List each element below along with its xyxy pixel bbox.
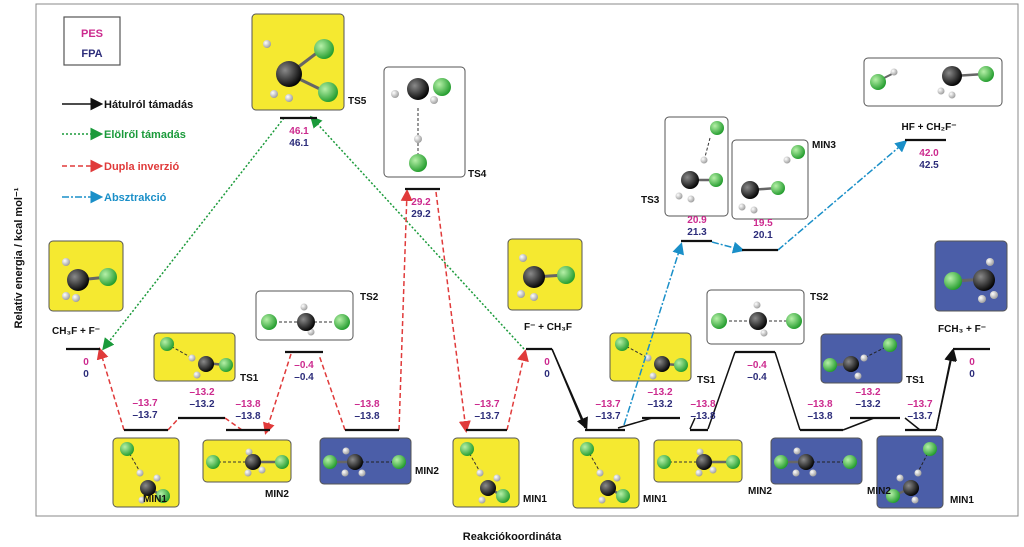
pes-value-min2-a: –13.8	[235, 399, 260, 410]
fpa-value-min3: 20.1	[753, 230, 773, 241]
state-label-reac-right: F⁻ + CH₃F	[524, 322, 572, 333]
pes-value-min1-a: –13.7	[132, 398, 157, 409]
fpa-value-ts2-a: –0.4	[294, 372, 314, 383]
state-label-min1-b: MIN1	[523, 494, 547, 505]
fpa-value-reac-left: 0	[83, 369, 89, 380]
state-label-prod-right: FCH₃ + F⁻	[938, 324, 986, 335]
pes-value-ts2-a: –0.4	[294, 360, 314, 371]
fpa-value-min1-b: –13.7	[474, 411, 499, 422]
legend-double-inversion: Dupla inverzió	[104, 161, 179, 173]
fpa-value-ts1-b: –13.2	[647, 399, 672, 410]
fpa-value-ts4: 29.2	[411, 209, 431, 220]
state-label-min3: MIN3	[812, 140, 836, 151]
fpa-value-prod-abs: 42.5	[919, 160, 939, 171]
pes-value-ts1-a: –13.2	[189, 387, 214, 398]
state-label-ts5: TS5	[348, 96, 367, 107]
pes-value-min2-d: –13.8	[807, 399, 832, 410]
double-inversion-path	[96, 347, 125, 431]
fpa-value-min1-c: –13.7	[595, 411, 620, 422]
pes-value-ts3: 20.9	[687, 215, 707, 226]
state-label-min2-c: MIN2	[748, 486, 772, 497]
fpa-value-ts1-c: –13.2	[855, 399, 880, 410]
fpa-value-prod-right: 0	[969, 369, 975, 380]
state-label-ts2-a: TS2	[360, 292, 379, 303]
legend-abstraction: Absztrakció	[104, 192, 167, 204]
state-label-ts1-a: TS1	[240, 373, 259, 384]
fpa-value-min1-d: –13.7	[907, 411, 932, 422]
pes-value-min1-b: –13.7	[474, 399, 499, 410]
x-axis-label: Reakciókoordináta	[463, 531, 562, 543]
state-label-ts1-b: TS1	[697, 375, 716, 386]
pes-legend-label: PES	[81, 28, 103, 40]
y-axis-label: Relatív energia / kcal mol⁻¹	[13, 187, 25, 328]
fpa-value-ts3: 21.3	[687, 227, 707, 238]
state-label-reac-left: CH₃F + F⁻	[52, 326, 100, 337]
state-label-min2-d: MIN2	[867, 486, 891, 497]
state-label-prod-abs: HF + CH₂F⁻	[902, 122, 957, 133]
state-label-min2-a: MIN2	[265, 489, 289, 500]
fpa-value-ts1-a: –13.2	[189, 399, 214, 410]
pes-value-reac-left: 0	[83, 357, 89, 368]
frontside-path	[102, 117, 285, 351]
pes-value-ts1-c: –13.2	[855, 387, 880, 398]
abstraction-path	[623, 242, 685, 426]
legend-backside: Hátulról támadás	[104, 99, 193, 111]
pes-value-min1-d: –13.7	[907, 399, 932, 410]
state-label-ts4: TS4	[468, 169, 487, 180]
pathway-legend: Hátulról támadás Elölről támadás Dupla i…	[62, 97, 193, 204]
fpa-value-min2-d: –13.8	[807, 411, 832, 422]
fpa-value-ts5: 46.1	[289, 138, 309, 149]
fpa-value-ts2-b: –0.4	[747, 372, 767, 383]
state-label-ts2-b: TS2	[810, 292, 829, 303]
pathways	[96, 115, 953, 435]
pes-value-ts2-b: –0.4	[747, 360, 767, 371]
pes-value-ts1-b: –13.2	[647, 387, 672, 398]
pes-value-prod-right: 0	[969, 357, 975, 368]
state-label-min1-c: MIN1	[643, 494, 667, 505]
pes-value-ts4: 29.2	[411, 197, 431, 208]
pes-value-min1-c: –13.7	[595, 399, 620, 410]
fpa-value-min2-a: –13.8	[235, 411, 260, 422]
energy-levels: CH₃F + F⁻00MIN1–13.7–13.7TS1–13.2–13.2MI…	[52, 96, 990, 506]
state-label-ts3: TS3	[641, 195, 660, 206]
fpa-value-min1-a: –13.7	[132, 410, 157, 421]
fpa-value-reac-right: 0	[544, 369, 550, 380]
pes-value-min2-b: –13.8	[354, 399, 379, 410]
pes-value-prod-abs: 42.0	[919, 148, 939, 159]
legend-frontside: Elölről támadás	[104, 129, 186, 141]
state-label-ts1-c: TS1	[906, 375, 925, 386]
pes-value-ts5: 46.1	[289, 126, 309, 137]
pes-value-reac-right: 0	[544, 357, 550, 368]
fpa-legend-label: FPA	[81, 48, 102, 60]
pes-fpa-legend: PES FPA	[63, 16, 121, 66]
pes-value-min2-c: –13.8	[690, 399, 715, 410]
pes-value-min3: 19.5	[753, 218, 773, 229]
state-label-min1-d: MIN1	[950, 495, 974, 506]
fpa-value-min2-b: –13.8	[354, 411, 379, 422]
state-label-min1-a: MIN1	[143, 494, 167, 505]
molecule-panels	[48, 13, 1008, 509]
fpa-value-min2-c: –13.8	[690, 411, 715, 422]
state-label-min2-b: MIN2	[415, 466, 439, 477]
